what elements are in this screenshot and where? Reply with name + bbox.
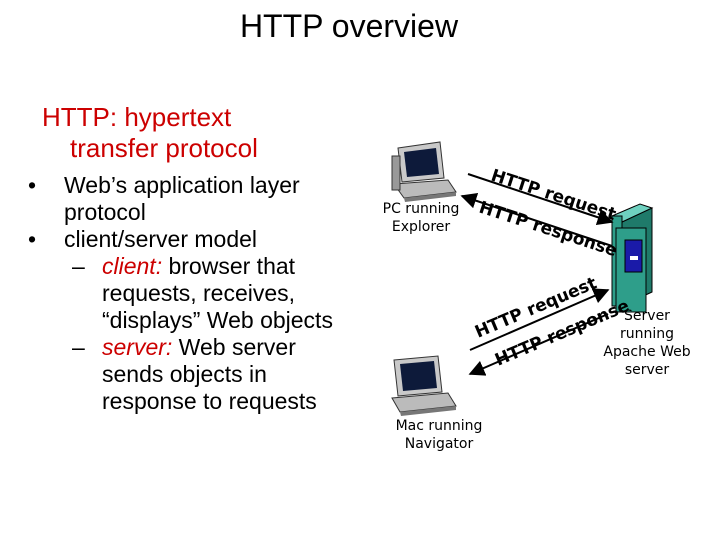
mac-computer-icon xyxy=(391,355,457,416)
sub-bullet-text: Web server xyxy=(172,334,296,360)
page-title: HTTP overview xyxy=(239,8,459,44)
mac-label-line-1: Mac running xyxy=(396,418,483,434)
bullet-text: protocol xyxy=(64,199,146,225)
bullet-list: • Web’s application layer protocol • cli… xyxy=(28,172,368,415)
sub-bullet-text: sends objects in xyxy=(102,361,267,387)
sub-bullet-item: – client: browser that requests, receive… xyxy=(28,253,368,334)
bullet-text: client/server model xyxy=(64,226,258,252)
pc-label-line-2: Explorer xyxy=(392,219,451,235)
arrow-mac-request xyxy=(469,288,610,351)
bullet-icon: • xyxy=(28,226,37,252)
bullet-item: • client/server model xyxy=(28,226,368,253)
section-heading: HTTP: hypertext transfer protocol xyxy=(42,102,258,164)
dash-icon: – xyxy=(72,334,85,360)
server-label-line-2: running xyxy=(620,326,674,342)
arrow-pc-request xyxy=(467,173,614,226)
pc-computer-icon xyxy=(391,141,457,202)
dash-icon: – xyxy=(72,253,85,279)
bullet-item: • Web’s application layer protocol xyxy=(28,172,368,226)
sub-bullet-text: response to requests xyxy=(102,388,317,414)
sub-bullet-text: browser that xyxy=(162,253,296,279)
arrow-mac-response xyxy=(468,313,609,376)
sub-bullet-item: – server: Web server sends objects in re… xyxy=(28,334,368,415)
arrow-pc-response xyxy=(460,192,613,247)
server-label-line-3: Apache Web xyxy=(603,344,690,360)
pc-label-line-1: PC running xyxy=(383,201,460,217)
heading-line-2: transfer protocol xyxy=(70,133,258,163)
bullet-text: Web’s application layer xyxy=(64,172,300,198)
bullet-icon: • xyxy=(28,172,37,198)
mac-label-line-2: Navigator xyxy=(405,436,474,452)
heading-line-1: HTTP: hypertext xyxy=(42,102,232,132)
client-keyword: client: xyxy=(102,253,163,279)
server-keyword: server: xyxy=(102,334,173,360)
server-tower-icon xyxy=(610,203,654,313)
sub-bullet-text: “displays” Web objects xyxy=(102,307,333,333)
server-label-line-4: server xyxy=(625,362,670,378)
server-label-line-1: Server xyxy=(624,308,670,324)
sub-bullet-text: requests, receives, xyxy=(102,280,296,306)
